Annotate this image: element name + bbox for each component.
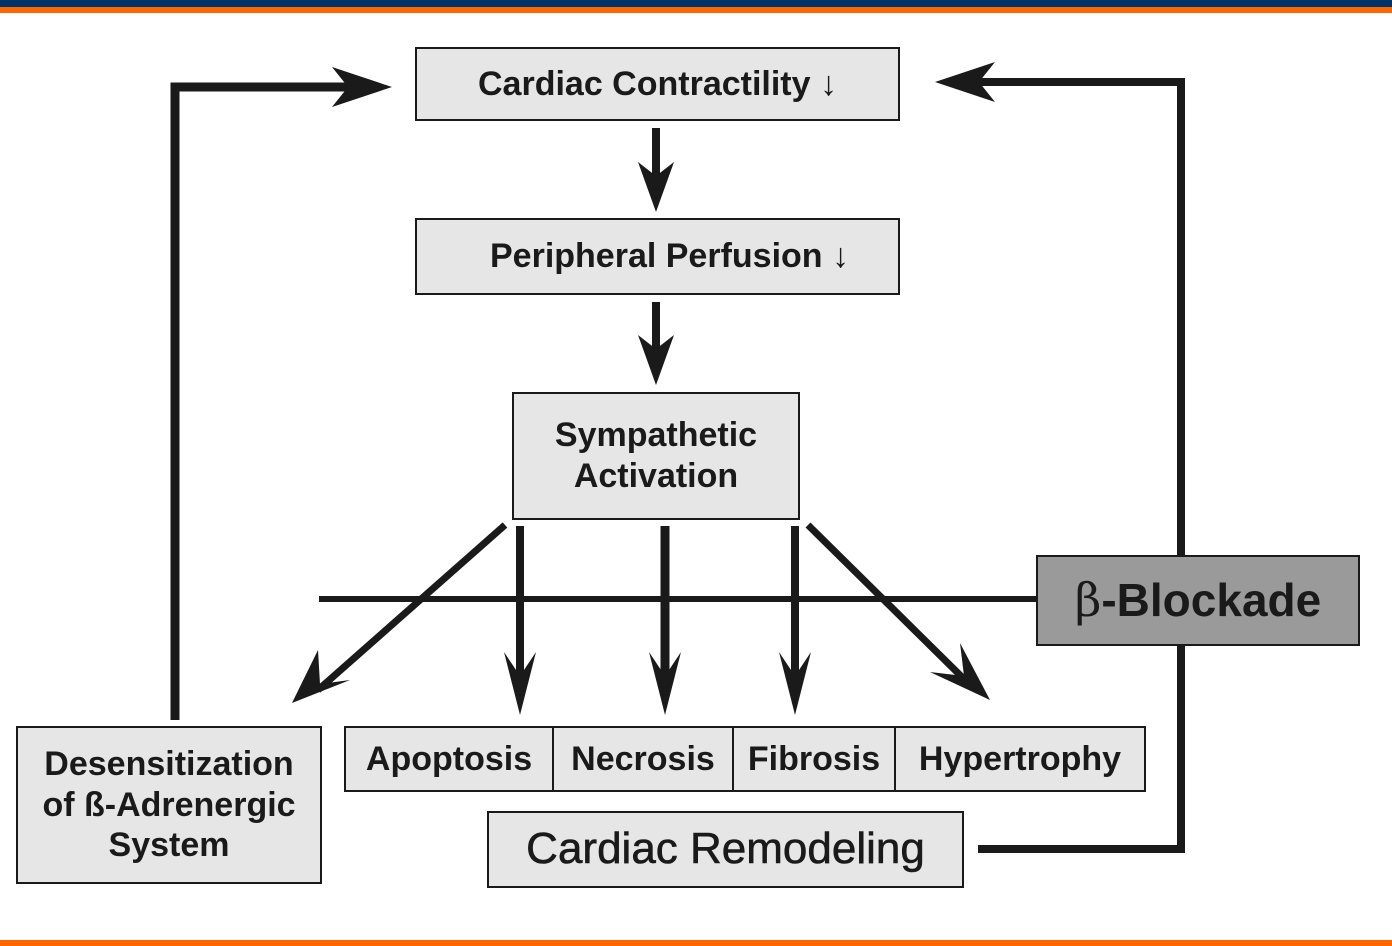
arrowhead-apoptosis xyxy=(504,652,536,715)
footer-orange-bar xyxy=(0,940,1392,946)
node-cardiac-contractility-label: Cardiac Contractility ↓ xyxy=(478,64,837,103)
edge-remodeling-to-contractility xyxy=(975,78,1185,853)
node-hypertrophy-label: Hypertrophy xyxy=(918,739,1122,778)
edge-sympathetic-to-hypertrophy xyxy=(805,522,968,683)
node-cardiac-remodeling: Cardiac Remodeling xyxy=(487,811,964,888)
node-cardiac-contractility: Cardiac Contractility ↓ xyxy=(415,47,900,121)
header-orange-bar xyxy=(0,7,1392,13)
arrowhead-sympathetic xyxy=(638,335,674,385)
arrowhead-hypertrophy xyxy=(930,643,990,700)
node-desensitization: Desensitization of ß-Adrenergic System xyxy=(16,726,322,884)
header-navy-bar xyxy=(0,0,1392,7)
node-necrosis: Necrosis xyxy=(552,726,734,792)
blockade-text: -Blockade xyxy=(1101,573,1322,626)
node-apoptosis-label: Apoptosis xyxy=(365,739,533,778)
node-cardiac-remodeling-label: Cardiac Remodeling xyxy=(526,824,925,874)
node-sympathetic-activation-line2: Activation xyxy=(573,457,739,495)
node-fibrosis-label: Fibrosis xyxy=(747,739,881,778)
edge-desensitization-to-contractility xyxy=(170,82,352,720)
node-desensitization-line1: Desensitization xyxy=(44,744,294,783)
arrowhead-perfusion xyxy=(638,162,674,212)
arrowhead-fibrosis xyxy=(779,652,811,715)
node-desensitization-line2: of ß-Adrenergic xyxy=(42,785,296,824)
edge-sympathetic-to-desensitization xyxy=(315,522,508,693)
node-desensitization-line3: System xyxy=(108,826,230,865)
node-peripheral-perfusion: Peripheral Perfusion ↓ xyxy=(415,218,900,295)
node-beta-blockade: β-Blockade xyxy=(1036,555,1360,646)
arrowhead-desensitization xyxy=(292,650,350,703)
node-sympathetic-activation: Sympathetic Activation xyxy=(512,392,800,520)
node-apoptosis: Apoptosis xyxy=(344,726,554,792)
arrowhead-right-feedback xyxy=(935,62,995,102)
node-sympathetic-activation-line1: Sympathetic xyxy=(554,416,758,455)
node-hypertrophy: Hypertrophy xyxy=(894,726,1146,792)
node-necrosis-label: Necrosis xyxy=(571,739,715,778)
node-peripheral-perfusion-label: Peripheral Perfusion ↓ xyxy=(490,237,849,276)
node-beta-blockade-label: β-Blockade xyxy=(1075,573,1321,628)
arrowhead-left-feedback xyxy=(332,67,392,107)
arrowhead-necrosis xyxy=(649,652,681,715)
beta-symbol: β xyxy=(1074,572,1102,627)
node-fibrosis: Fibrosis xyxy=(732,726,896,792)
